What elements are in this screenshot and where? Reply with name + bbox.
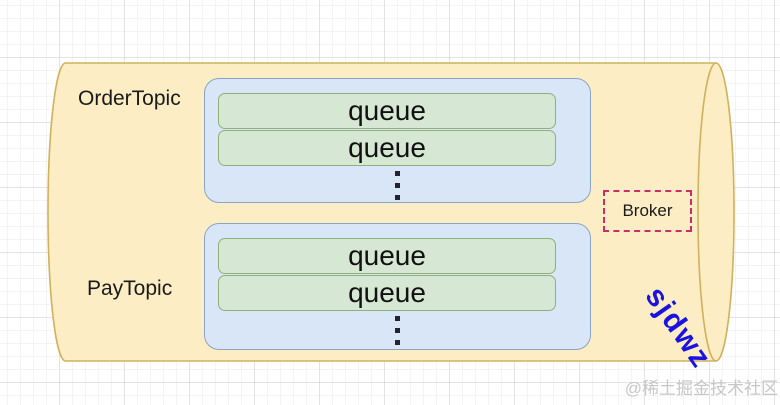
- vertical-ellipsis-icon: [205, 316, 590, 345]
- queue-box: queue: [218, 275, 556, 311]
- broker-label: Broker: [622, 201, 673, 220]
- cylinder-rim: [697, 62, 717, 362]
- order-topic-label: OrderTopic: [78, 87, 181, 110]
- watermark-text: @稀土掘金技术社区: [624, 379, 778, 398]
- queue-box: queue: [218, 93, 556, 129]
- queue-box: queue: [218, 130, 556, 166]
- order-topic-container: queue queue: [204, 78, 591, 203]
- queue-box: queue: [218, 238, 556, 274]
- pay-topic-label: PayTopic: [87, 277, 173, 300]
- pay-topic-container: queue queue: [204, 223, 591, 350]
- vertical-ellipsis-icon: [205, 171, 590, 200]
- broker-annotation-box: Broker: [603, 190, 692, 232]
